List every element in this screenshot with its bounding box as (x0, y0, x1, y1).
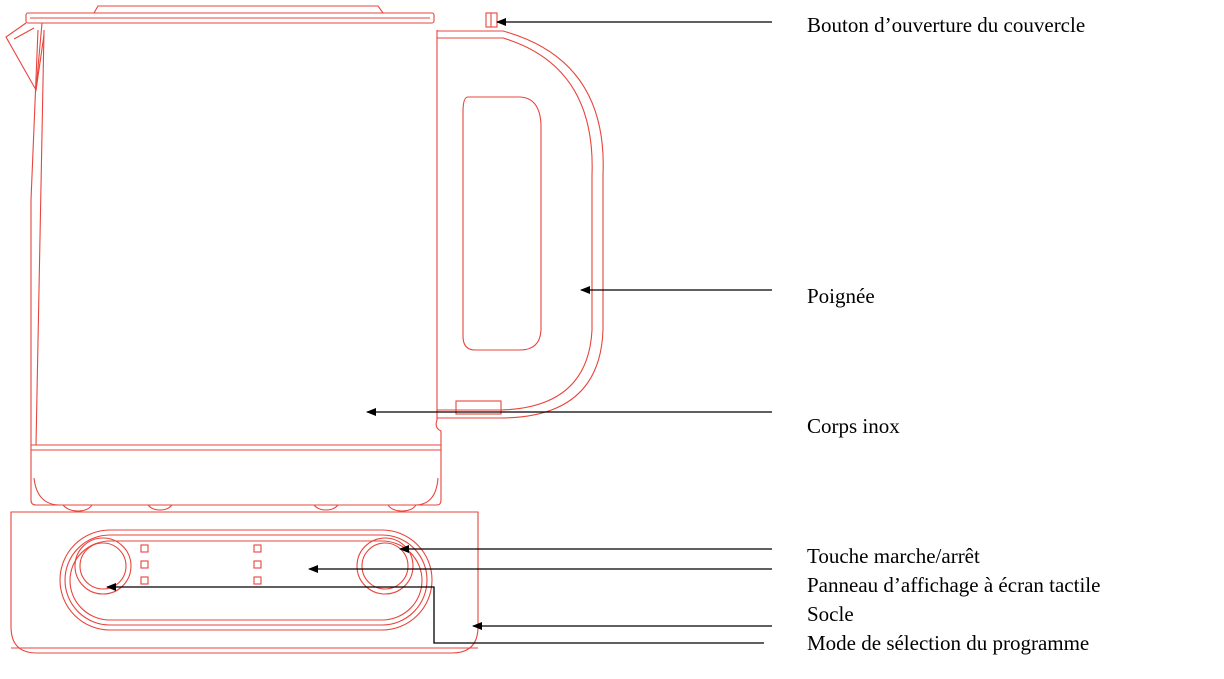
kettle-spout (5, 22, 45, 92)
kettle-lid (25, 5, 435, 24)
display-indicators (140, 544, 262, 585)
leader-lines (106, 18, 772, 644)
lid-open-button-shape (485, 12, 498, 28)
kettle-handle (437, 30, 604, 419)
kettle-drawing (5, 5, 604, 654)
label-on-off-button: Touche marche/arrêt (807, 544, 980, 568)
kettle-feet (62, 504, 417, 512)
kettle-body (30, 29, 442, 506)
leader-program-mode (106, 583, 764, 644)
label-handle: Poignée (807, 284, 875, 308)
label-body: Corps inox (807, 414, 900, 438)
label-lid-open-button: Bouton d’ouverture du couvercle (807, 13, 1086, 37)
base-buttons (74, 537, 414, 595)
kettle-base (10, 511, 479, 654)
label-base: Socle (807, 602, 854, 626)
label-touch-display: Panneau d’affichage à écran tactile (807, 573, 1101, 597)
label-program-mode: Mode de sélection du programme (807, 631, 1090, 655)
